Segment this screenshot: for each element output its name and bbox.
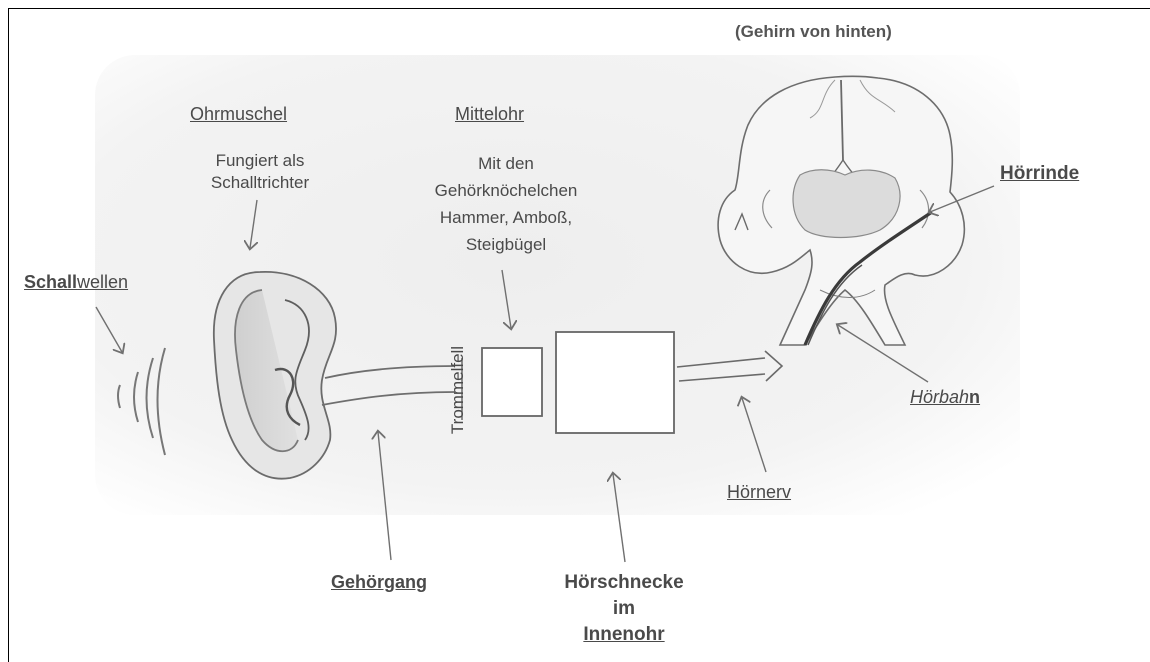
desc-mittelohr-line3: Hammer, Amboß, bbox=[413, 204, 599, 231]
desc-ohrmuschel-line1: Fungiert als bbox=[196, 150, 324, 172]
label-schallwellen-part1: Schall bbox=[24, 272, 77, 292]
label-trommelfell: Trommelfell bbox=[448, 324, 468, 456]
label-ohrmuschel: Ohrmuschel bbox=[190, 104, 287, 125]
label-mittelohr: Mittelohr bbox=[455, 104, 524, 125]
label-gehoergang: Gehörgang bbox=[331, 572, 427, 593]
label-hoerbahn-part2: n bbox=[969, 387, 980, 407]
label-hoerschnecke-line3: Innenohr bbox=[549, 622, 699, 648]
desc-mittelohr-line2: Gehörknöchelchen bbox=[413, 177, 599, 204]
label-schallwellen: Schallwellen bbox=[24, 272, 128, 293]
figure-frame bbox=[8, 8, 1150, 662]
label-hoerschnecke-line2: im bbox=[549, 596, 699, 622]
desc-ohrmuschel: Fungiert als Schalltrichter bbox=[196, 150, 324, 194]
label-hoerschnecke-line1: Hörschnecke bbox=[549, 570, 699, 596]
desc-ohrmuschel-line2: Schalltrichter bbox=[196, 172, 324, 194]
label-hoerschnecke: Hörschnecke im Innenohr bbox=[549, 570, 699, 648]
label-hoerbahn: Hörbahn bbox=[910, 387, 980, 408]
desc-mittelohr: Mit den Gehörknöchelchen Hammer, Amboß, … bbox=[413, 150, 599, 258]
label-schallwellen-part2: wellen bbox=[77, 272, 128, 292]
label-hoerrinde: Hörrinde bbox=[1000, 163, 1079, 185]
brain-view-caption: (Gehirn von hinten) bbox=[735, 22, 892, 42]
label-hoerbahn-part1: Hörbah bbox=[910, 387, 969, 407]
desc-mittelohr-line1: Mit den bbox=[413, 150, 599, 177]
label-hoernerv: Hörnerv bbox=[727, 482, 791, 503]
desc-mittelohr-line4: Steigbügel bbox=[413, 231, 599, 258]
